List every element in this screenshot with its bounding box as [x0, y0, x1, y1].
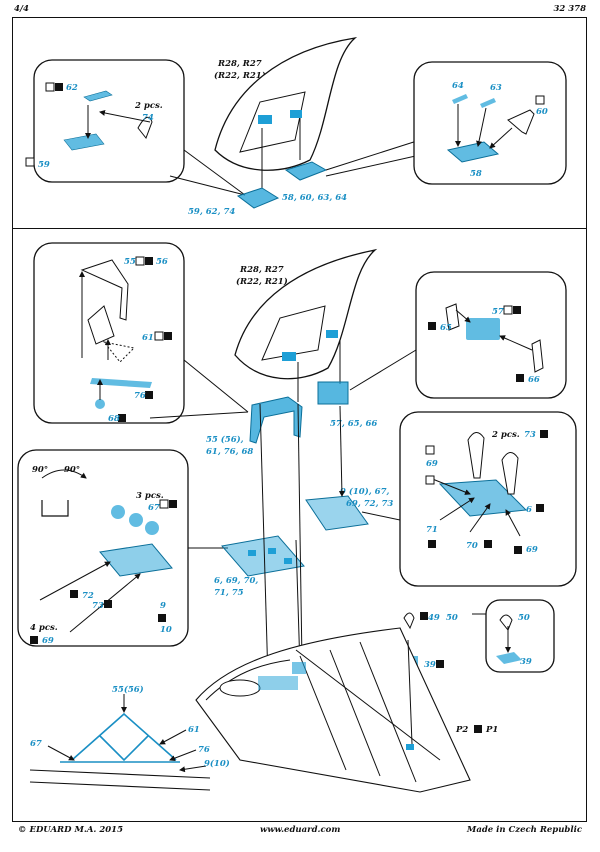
page-number: 4/4 — [14, 4, 29, 14]
label-73: 73 — [92, 601, 104, 611]
part-58-shape — [446, 141, 500, 163]
callout-39: 39 — [424, 660, 436, 670]
part-62-shape — [83, 90, 113, 102]
label-39-b: 39 — [520, 657, 532, 667]
bottom-aircraft-label-alt: (R22, R21) — [236, 276, 288, 287]
callout-59-62-74: 59, 62, 74 — [188, 207, 235, 217]
top-right-detail-box — [413, 61, 567, 185]
part-66-shape — [531, 339, 544, 373]
cross-section-frame — [71, 712, 177, 762]
label-70: 70 — [466, 541, 478, 551]
label-67: 67 — [148, 503, 160, 513]
set-number: 32 378 — [553, 4, 586, 14]
label-74: 74 — [142, 113, 154, 123]
section-label-67: 67 — [30, 739, 42, 749]
callout-61-76-68: 61, 76, 68 — [206, 447, 253, 457]
label-62: 62 — [66, 83, 78, 93]
label-55: 55 — [124, 257, 136, 267]
label-angle-left: 90° — [32, 465, 48, 475]
pe-note-left: P2 — [455, 725, 468, 735]
label-50-b: 50 — [518, 613, 530, 623]
label-9: 9 — [160, 601, 166, 611]
part-68-shape — [95, 399, 105, 409]
part-60-shape — [507, 109, 535, 135]
callout-57-65-66: 57, 65, 66 — [330, 419, 377, 429]
top-nose-outline — [214, 37, 358, 171]
label-2pcs-b: 2 pcs. — [491, 430, 520, 440]
footer-copyright: © EDUARD M.A. 2015 — [18, 825, 123, 835]
label-69-a: 69 — [42, 636, 54, 646]
callout-69-72-73: 71, 75 — [214, 588, 244, 598]
label-10: 10 — [160, 625, 172, 635]
part-9-assembly — [221, 535, 305, 577]
label-71: 71 — [426, 525, 438, 535]
callout-49: 49 — [428, 613, 440, 623]
label-66: 66 — [528, 375, 540, 385]
callout-50: 50 — [446, 613, 458, 623]
label-59: 59 — [38, 160, 50, 170]
section-label-61: 61 — [188, 725, 200, 735]
part-55-shape — [80, 259, 129, 321]
part-64-shape — [452, 94, 468, 104]
label-68: 68 — [108, 414, 120, 424]
label-76: 76 — [134, 391, 146, 401]
label-58: 58 — [470, 169, 482, 179]
label-4pcs: 4 pcs. — [30, 623, 58, 633]
footer-website: www.eduard.com — [260, 825, 341, 835]
part-6-assembly — [305, 495, 369, 531]
fuselage-lower — [195, 627, 471, 793]
part-59-62-74-assembly — [236, 187, 280, 209]
label-65: 65 — [440, 323, 452, 333]
footer-origin: Made in Czech Republic — [466, 825, 582, 835]
label-3pcs: 3 pcs. — [136, 491, 164, 501]
callout-55-56: 55 (56), — [206, 434, 244, 445]
label-61: 61 — [142, 333, 154, 343]
callout-71-75: 69, 72, 73 — [346, 499, 393, 509]
bottom-nose-outline — [234, 248, 378, 380]
part-9-panel — [99, 543, 173, 577]
bottom-aircraft-label: R28, R27 — [239, 265, 284, 275]
part-57-shape — [466, 318, 500, 340]
label-6: 6 — [526, 505, 532, 515]
part-55-assembly — [249, 396, 303, 444]
section-label-55-56: 55(56) — [112, 684, 144, 695]
callout-6-69-70: 9 (10), 67, — [340, 486, 389, 497]
part-63-shape — [480, 98, 496, 108]
section-label-9-10: 9(10) — [204, 758, 230, 769]
top-aircraft-label: R28, R27 — [217, 59, 262, 69]
label-72: 72 — [82, 591, 94, 601]
part-65-shape — [445, 303, 460, 331]
top-aircraft-label-alt: (R22, R21) — [214, 70, 266, 81]
label-56: 56 — [156, 257, 168, 267]
label-63: 63 — [490, 83, 502, 93]
label-2pcs: 2 pcs. — [134, 101, 163, 111]
label-73-b: 73 — [524, 430, 536, 440]
label-angle-right: 90° — [64, 465, 80, 475]
section-label-76: 76 — [198, 745, 210, 755]
callout-9-10-67: 6, 69, 70, — [214, 576, 258, 586]
part-74-shape — [137, 116, 153, 139]
label-69-c: 69 — [526, 545, 538, 555]
part-76-shape — [90, 378, 152, 388]
part-6-panel — [438, 479, 528, 517]
top-left-detail-box — [33, 59, 185, 183]
label-64: 64 — [452, 81, 464, 91]
label-60: 60 — [536, 107, 548, 117]
part-57-assembly — [317, 381, 349, 405]
label-57: 57 — [492, 307, 504, 317]
pe-note-right: P1 — [485, 725, 498, 735]
label-69-b: 69 — [426, 459, 438, 469]
callout-58-60-63-64: 58, 60, 63, 64 — [282, 193, 347, 203]
footer: © EDUARD M.A. 2015 www.eduard.com Made i… — [14, 822, 586, 838]
